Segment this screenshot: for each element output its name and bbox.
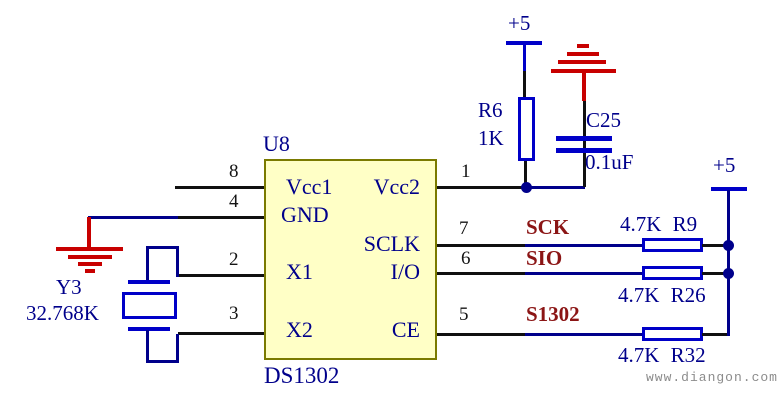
wire-pullup-bus	[727, 190, 730, 336]
junction-dot-pin1	[521, 182, 532, 193]
crystal-bottom-leg-horizontal	[146, 360, 179, 363]
crystal-refdes: Y3	[56, 275, 82, 299]
crystal-bottom-leg-left	[146, 330, 149, 363]
wire-pin3-x2	[178, 332, 264, 335]
net-label-sck: SCK	[526, 215, 570, 239]
wire-pin8-vcc1	[175, 186, 264, 189]
wire-rail-to-r6-black	[523, 71, 526, 99]
resistor-r26-label: 4.7K R26	[618, 283, 706, 307]
wire-r26-to-bus	[702, 272, 730, 275]
ic-refdes: U8	[263, 131, 290, 156]
ic-part-number: DS1302	[264, 363, 340, 388]
ic-pin-label-vcc2: Vcc2	[373, 174, 420, 199]
pin-number-4: 4	[229, 191, 239, 212]
c25-ground-bar-mid	[567, 52, 599, 56]
power-rail-right-label: +5	[713, 153, 736, 177]
pin-number-2: 2	[229, 249, 239, 270]
watermark-text: www.diangon.com	[645, 370, 778, 385]
resistor-r6-value: 1K	[478, 126, 504, 150]
wire-r32-to-bus	[702, 333, 730, 336]
junction-dot-r26	[723, 268, 734, 279]
pin-number-3: 3	[229, 303, 239, 324]
pin-number-6: 6	[461, 248, 471, 269]
wire-pin4-gnd-black	[176, 216, 264, 219]
resistor-r6-refdes: R6	[478, 98, 503, 122]
crystal-icon	[122, 292, 177, 319]
capacitor-c25-refdes: C25	[586, 108, 622, 132]
ic-pin-label-ce: CE	[391, 317, 420, 342]
junction-dot-r9	[723, 240, 734, 251]
ic-pin-label-sclk: SCLK	[363, 231, 420, 256]
capacitor-c25-plate-bottom	[556, 148, 612, 153]
resistor-r32-icon	[642, 327, 703, 341]
power-rail-left-label: +5	[508, 11, 531, 35]
resistor-r6-icon	[518, 97, 535, 161]
c25-ground-stem	[582, 73, 586, 101]
pin-number-8: 8	[229, 161, 239, 182]
wire-rail-to-r6-blue	[523, 44, 526, 71]
wire-r9-to-bus	[702, 244, 730, 247]
ground-icon	[56, 247, 123, 251]
c25-ground-bar-large	[558, 60, 606, 64]
pin-number-5: 5	[459, 304, 469, 325]
ground-stem	[87, 217, 91, 249]
ic-pin-label-x1: X1	[286, 259, 313, 284]
net-label-sio: SIO	[526, 246, 563, 270]
ground-bar-4	[85, 269, 95, 273]
wire-pin6-black	[437, 272, 525, 275]
resistor-r9-icon	[642, 238, 703, 252]
crystal-bottom-leg-right	[176, 334, 179, 363]
wire-pin2-x1	[178, 274, 264, 277]
wire-pin5-black	[437, 333, 525, 336]
crystal-value: 32.768K	[26, 301, 99, 325]
ground-bar-3	[78, 262, 102, 266]
resistor-r32-label: 4.7K R32	[618, 343, 706, 367]
ic-pin-label-x2: X2	[286, 317, 313, 342]
power-rail-left-icon	[506, 41, 542, 45]
ground-bar-2	[68, 255, 112, 259]
power-rail-right-icon	[711, 187, 747, 191]
crystal-top-leg-right	[176, 246, 179, 277]
c25-ground-icon	[551, 69, 616, 73]
wire-c25-vertical	[583, 101, 586, 187]
capacitor-c25-value: 0.1uF	[585, 150, 634, 174]
ic-pin-label-vcc1: Vcc1	[286, 174, 333, 199]
wire-pin7-black	[437, 244, 525, 247]
ic-body-ds1302	[264, 159, 437, 360]
capacitor-c25-icon	[556, 136, 612, 141]
wire-pin4-gnd-navy	[88, 216, 178, 219]
pin-number-1: 1	[461, 161, 471, 182]
c25-ground-bar-small	[577, 44, 589, 48]
wire-pin1-black	[437, 186, 528, 189]
wire-pin5-navy	[525, 333, 642, 336]
ic-pin-label-io: I/O	[390, 259, 420, 284]
wire-pin6-navy	[525, 272, 642, 275]
ic-pin-label-gnd: GND	[281, 202, 329, 227]
resistor-r9-label: 4.7K R9	[620, 212, 698, 236]
wire-r6-to-junction	[524, 161, 527, 188]
crystal-top-leg-horizontal	[146, 246, 179, 249]
net-label-s1302: S1302	[526, 302, 580, 326]
crystal-plate-bottom	[128, 327, 170, 331]
pin-number-7: 7	[459, 218, 469, 239]
wire-pin1-navy	[528, 186, 585, 189]
resistor-r26-icon	[642, 266, 703, 280]
wire-pin7-navy	[525, 244, 642, 247]
crystal-top-leg-left	[146, 246, 149, 283]
crystal-plate-top	[128, 280, 170, 284]
